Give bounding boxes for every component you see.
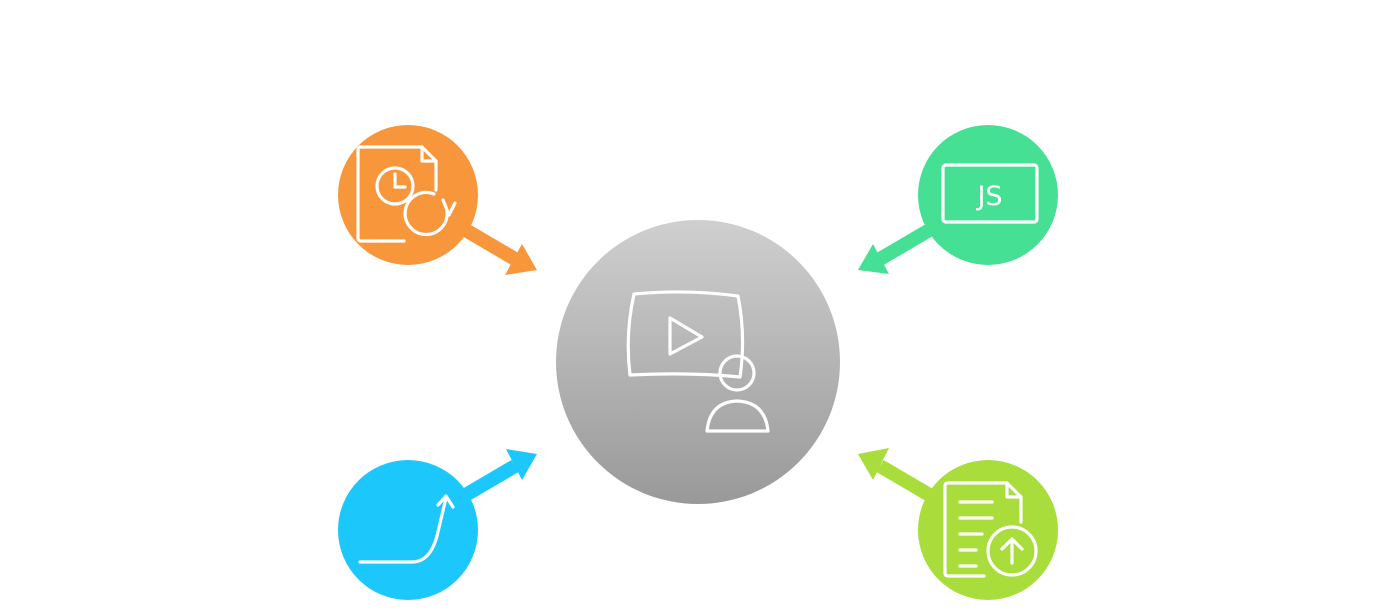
file-upload-icon bbox=[943, 481, 1038, 578]
satellite-bottom-right bbox=[918, 460, 1058, 600]
video-presenter-icon bbox=[626, 290, 770, 433]
growth-curve-icon bbox=[358, 494, 455, 564]
scheduled-file-refresh-icon bbox=[356, 145, 457, 243]
satellite-top-left bbox=[338, 125, 478, 265]
javascript-icon: JS bbox=[941, 163, 1039, 224]
satellite-bottom-left bbox=[338, 460, 478, 600]
js-label: JS bbox=[975, 181, 1002, 212]
center-node bbox=[556, 220, 840, 504]
satellite-top-right: JS bbox=[918, 125, 1058, 265]
